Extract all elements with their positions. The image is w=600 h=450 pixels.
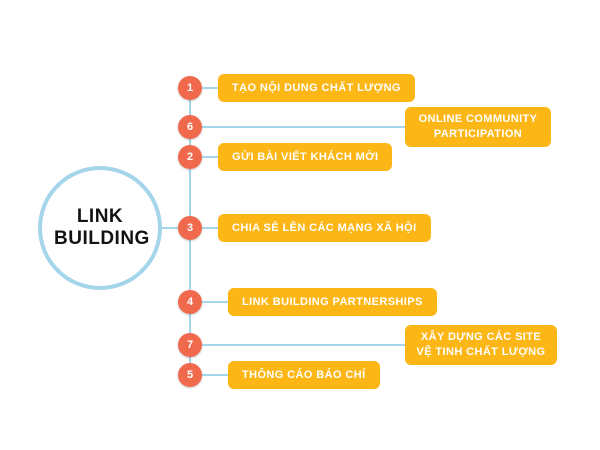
item-label-box: THÔNG CÁO BÁO CHÍ <box>228 361 380 389</box>
connector-line <box>202 126 405 128</box>
connector-line <box>202 374 228 376</box>
connector-line <box>202 156 218 158</box>
item-number-badge: 7 <box>178 333 202 357</box>
item-label-box: ONLINE COMMUNITY PARTICIPATION <box>405 107 551 147</box>
connector-line <box>202 227 218 229</box>
item-row-7: 7 XÂY DỰNG CÁC SITE VỆ TINH CHẤT LƯỢNG <box>178 325 557 365</box>
item-number-badge: 2 <box>178 145 202 169</box>
connector-line <box>202 87 218 89</box>
item-row-6: 6 ONLINE COMMUNITY PARTICIPATION <box>178 107 551 147</box>
item-label-box: XÂY DỰNG CÁC SITE VỆ TINH CHẤT LƯỢNG <box>405 325 557 365</box>
item-label-box: TẠO NỘI DUNG CHẤT LƯỢNG <box>218 74 415 102</box>
item-number-badge: 6 <box>178 115 202 139</box>
item-label-box: CHIA SẺ LÊN CÁC MẠNG XÃ HỘI <box>218 214 431 242</box>
item-label-box: LINK BUILDING PARTNERSHIPS <box>228 288 437 316</box>
hub-circle: LINK BUILDING <box>38 166 162 290</box>
item-row-1: 1 TẠO NỘI DUNG CHẤT LƯỢNG <box>178 74 415 102</box>
item-number-badge: 1 <box>178 76 202 100</box>
connector-line <box>202 344 405 346</box>
item-row-3: 3 CHIA SẺ LÊN CÁC MẠNG XÃ HỘI <box>178 214 431 242</box>
hub-title: LINK BUILDING <box>54 206 150 249</box>
connector-line <box>202 301 228 303</box>
item-number-badge: 3 <box>178 216 202 240</box>
item-row-4: 4 LINK BUILDING PARTNERSHIPS <box>178 288 437 316</box>
hub-connector-line <box>161 227 189 229</box>
item-row-2: 2 GỬI BÀI VIẾT KHÁCH MỜI <box>178 143 393 171</box>
item-number-badge: 5 <box>178 363 202 387</box>
item-row-5: 5 THÔNG CÁO BÁO CHÍ <box>178 361 380 389</box>
item-label-box: GỬI BÀI VIẾT KHÁCH MỜI <box>218 143 393 171</box>
item-number-badge: 4 <box>178 290 202 314</box>
